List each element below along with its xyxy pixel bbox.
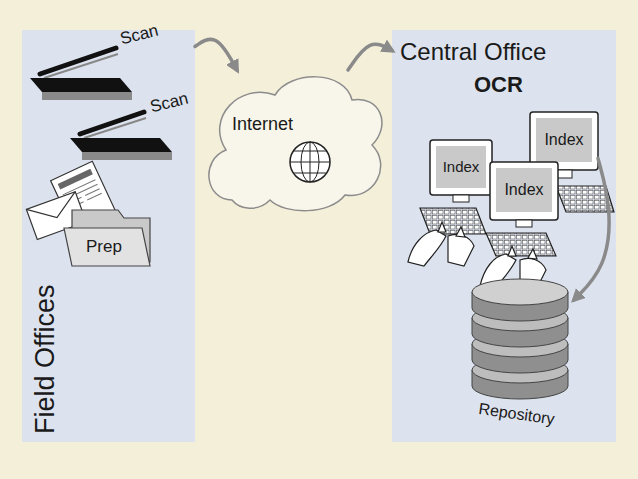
node-label: Central Office xyxy=(400,38,546,66)
node-label: Field Offices xyxy=(30,284,61,434)
globe-icon xyxy=(290,142,330,182)
node-label: Index xyxy=(544,131,583,149)
workstation-icon xyxy=(408,140,492,266)
scanner-icon xyxy=(70,112,172,160)
node-label: Internet xyxy=(232,114,293,135)
node-label: Index xyxy=(443,158,480,175)
node-label: Prep xyxy=(86,237,122,257)
flow-arrow xyxy=(574,158,609,300)
cloud-shape xyxy=(209,77,382,211)
document-folder-icon xyxy=(26,161,150,266)
node-label: Index xyxy=(504,181,543,199)
flow-arrow xyxy=(195,39,237,70)
database-cylinder xyxy=(472,279,568,399)
scanner-icon xyxy=(30,48,132,100)
subheading-label: OCR xyxy=(474,72,523,97)
flow-arrow xyxy=(348,44,392,70)
node-label: Repository xyxy=(477,400,555,429)
node-label: Scan xyxy=(118,21,160,49)
node-label: Scan xyxy=(148,89,190,117)
workstation-icon xyxy=(480,162,558,290)
